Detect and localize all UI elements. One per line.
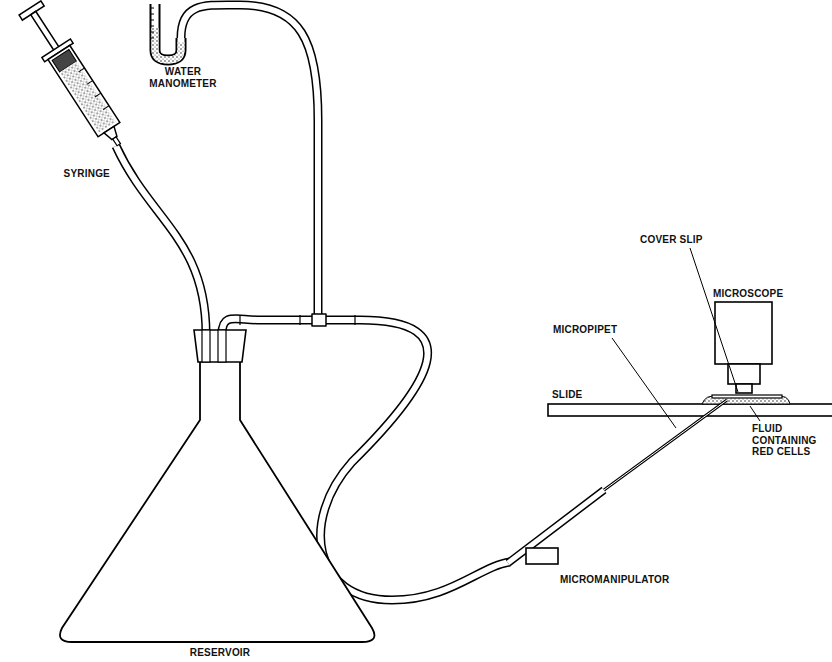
part-label: SYRINGE <box>50 168 110 180</box>
part-label: WATER MANOMETER <box>138 66 228 89</box>
part-label: MICROMANIPULATOR <box>560 574 670 586</box>
micropipet-drawing <box>508 400 727 564</box>
part-label: MICROPIPET <box>553 324 617 336</box>
part-label: RESERVOIR <box>170 647 270 659</box>
microscope-stage <box>548 302 832 416</box>
part-label: COVER SLIP <box>640 234 703 246</box>
part-label: MICROSCOPE <box>713 288 783 300</box>
part-label: SLIDE <box>552 389 582 401</box>
leader-lines <box>612 248 760 428</box>
manometer-tube <box>150 4 181 60</box>
part-label: FLUID CONTAINING RED CELLS <box>752 423 828 458</box>
syringe-drawing <box>16 0 133 154</box>
reservoir-flask <box>60 330 375 642</box>
